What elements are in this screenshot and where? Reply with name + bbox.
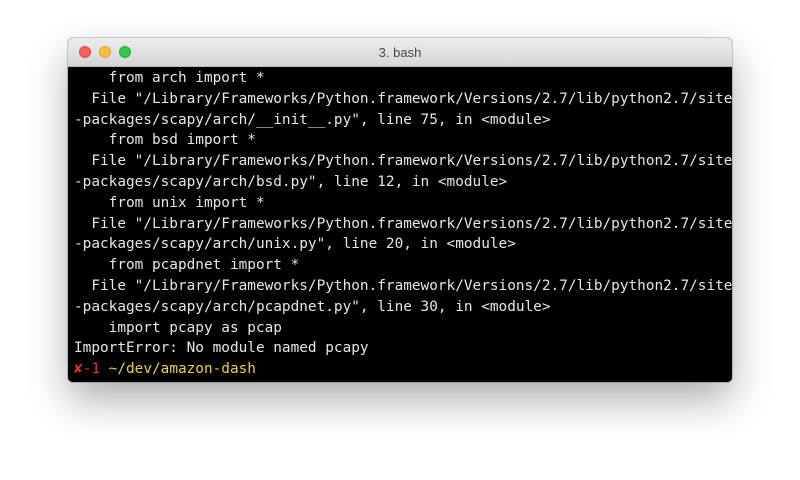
error-message: ImportError: No module named pcapy bbox=[74, 340, 369, 357]
terminal-line: import pcapy as pcap bbox=[74, 319, 282, 336]
terminal-line: from pcapdnet import * bbox=[74, 257, 300, 274]
terminal-line: -packages/scapy/arch/bsd.py", line 12, i… bbox=[74, 173, 508, 190]
title-bar[interactable]: 3. bash bbox=[68, 38, 732, 67]
terminal-line: -packages/scapy/arch/pcapdnet.py", line … bbox=[74, 298, 551, 315]
close-button[interactable] bbox=[79, 46, 91, 58]
terminal-line: File "/Library/Frameworks/Python.framewo… bbox=[74, 153, 732, 170]
terminal-line: File "/Library/Frameworks/Python.framewo… bbox=[74, 277, 732, 294]
terminal-line: File "/Library/Frameworks/Python.framewo… bbox=[74, 215, 732, 232]
terminal-output[interactable]: from arch import * File "/Library/Framew… bbox=[68, 67, 732, 382]
current-directory: ~/dev/amazon-dash bbox=[108, 361, 256, 378]
window-title: 3. bash bbox=[378, 45, 422, 60]
terminal-line: -packages/scapy/arch/unix.py", line 20, … bbox=[74, 236, 516, 253]
terminal-line: -packages/scapy/arch/__init__.py", line … bbox=[74, 111, 551, 128]
terminal-line: from bsd import * bbox=[74, 132, 256, 149]
terminal-line: File "/Library/Frameworks/Python.framewo… bbox=[74, 90, 732, 107]
terminal-window: 3. bash from arch import * File "/Librar… bbox=[68, 38, 732, 382]
error-status-indicator: ✘-1 bbox=[74, 361, 100, 378]
shell-prompt[interactable]: ✘-1 ~/dev/amazon-dash bbox=[74, 359, 732, 380]
minimize-button[interactable] bbox=[99, 46, 111, 58]
terminal-line: from arch import * bbox=[74, 70, 265, 86]
zoom-button[interactable] bbox=[119, 46, 131, 58]
terminal-line: from unix import * bbox=[74, 194, 265, 211]
